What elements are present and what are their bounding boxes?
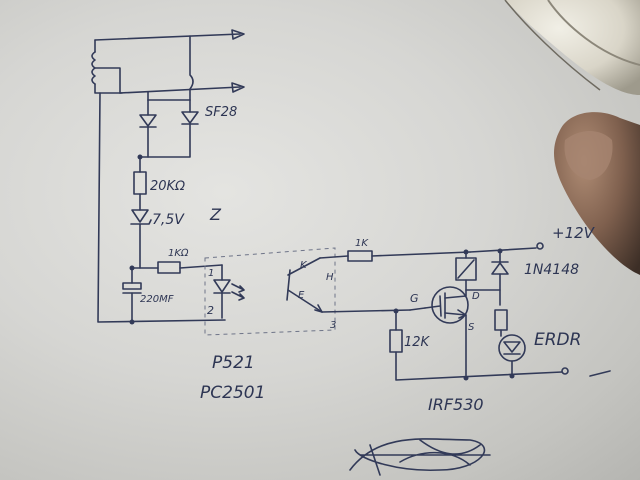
label-supply: +12V bbox=[552, 224, 596, 242]
label-zener: 7,5V bbox=[152, 212, 185, 228]
label-1k-left: 1KΩ bbox=[168, 248, 189, 259]
label-erdr: ERDR bbox=[534, 330, 581, 350]
label-sf28: SF28 bbox=[205, 105, 237, 120]
optocoupler-transistor bbox=[286, 250, 471, 313]
label-pc2501: PC2501 bbox=[200, 383, 265, 403]
label-gate: G bbox=[410, 292, 419, 305]
labels: SF28 20KΩ 7,5V Z 1KΩ 1 2 220MF K H E 3 1… bbox=[140, 105, 596, 414]
label-k: K bbox=[300, 260, 308, 271]
computer-mouse bbox=[504, 0, 640, 95]
label-220mf: 220MF bbox=[140, 294, 174, 305]
label-pin-2: 2 bbox=[207, 304, 214, 317]
label-source: S bbox=[468, 322, 475, 333]
label-pin-3: 3 bbox=[330, 320, 336, 331]
label-e: E bbox=[298, 290, 305, 301]
label-pin-1: 1 bbox=[208, 268, 214, 279]
label-drain: D bbox=[472, 291, 480, 302]
label-zener-mark: Z bbox=[209, 205, 222, 224]
label-h: H bbox=[326, 272, 334, 283]
label-1n4148: 1N4148 bbox=[524, 262, 579, 278]
transformer-and-rectifier bbox=[91, 29, 336, 336]
label-p521: P521 bbox=[212, 353, 255, 373]
scribble bbox=[349, 438, 491, 476]
label-1k-right: 1K bbox=[355, 238, 369, 249]
finger bbox=[554, 112, 640, 275]
label-12k: 12K bbox=[404, 335, 431, 350]
label-irf530: IRF530 bbox=[428, 395, 484, 414]
label-20k: 20KΩ bbox=[150, 179, 185, 194]
mosfet-stage bbox=[389, 242, 611, 381]
